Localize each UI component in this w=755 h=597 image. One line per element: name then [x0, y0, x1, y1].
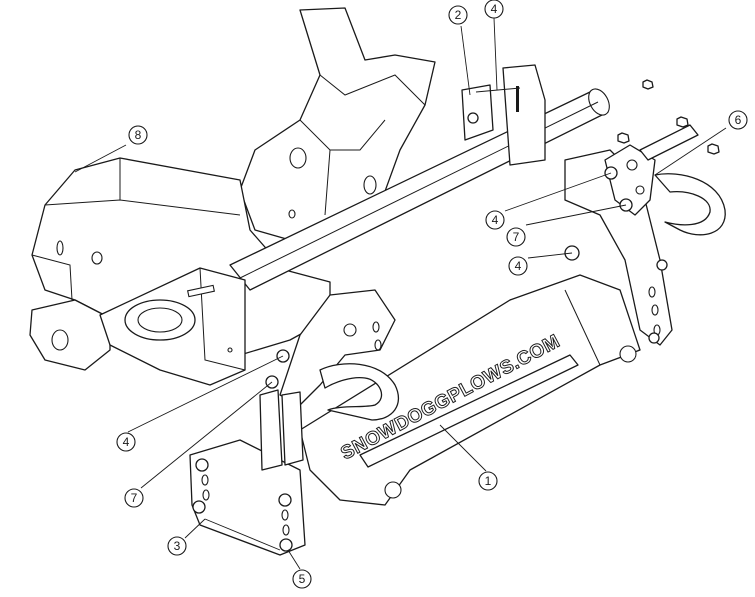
left-tow-hook	[319, 363, 400, 421]
vehicle-frame	[29, 7, 436, 371]
left-mount-bracket	[99, 267, 246, 386]
callout-3-label: 3	[174, 539, 181, 553]
callout-7-left-label: 7	[131, 491, 138, 505]
callout-4-right-lower-label: 4	[515, 259, 522, 273]
callout-4-left-label: 4	[123, 435, 130, 449]
callout-1: 1	[478, 471, 498, 491]
callout-4-left: 4	[116, 432, 136, 452]
cross-rod	[359, 354, 579, 468]
callout-4-right-upper: 4	[485, 210, 505, 230]
callout-8: 8	[128, 125, 148, 145]
callout-4-right-upper-label: 4	[492, 213, 499, 227]
callout-8-label: 8	[135, 128, 142, 142]
callout-3: 3	[167, 536, 187, 556]
callout-4-top-label: 4	[491, 2, 498, 16]
callout-1-label: 1	[485, 474, 492, 488]
leader-lines	[74, 17, 727, 570]
top-pin-plates	[461, 64, 546, 166]
callout-7-right: 7	[506, 227, 526, 247]
right-tow-bracket	[604, 144, 656, 216]
callout-2-label: 2	[455, 8, 462, 22]
callout-7-left: 7	[124, 488, 144, 508]
left-tow-bracket	[259, 289, 396, 471]
callout-7-right-label: 7	[513, 230, 520, 244]
callout-4-right-lower: 4	[508, 256, 528, 276]
right-tow-hook	[639, 124, 726, 236]
left-mount-plate	[189, 439, 306, 556]
callout-5: 5	[292, 569, 312, 589]
callout-5-label: 5	[299, 572, 306, 586]
callout-4-top: 4	[484, 0, 504, 19]
callout-6-label: 6	[735, 113, 742, 127]
callout-2: 2	[448, 5, 468, 25]
callout-6: 6	[728, 110, 748, 130]
